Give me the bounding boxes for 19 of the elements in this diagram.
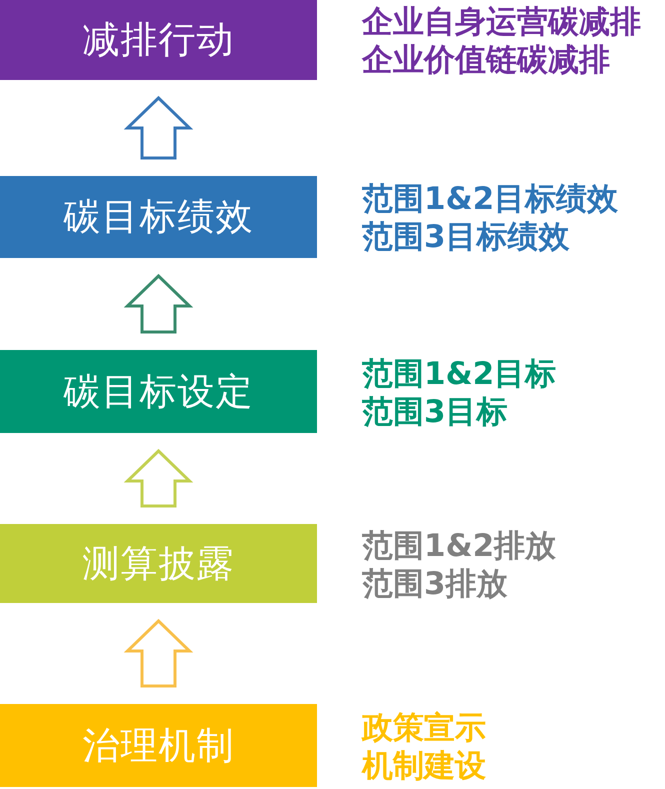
stage-box: 测算披露 bbox=[0, 524, 317, 603]
arrow bbox=[124, 96, 194, 160]
side-note: 范围3目标 bbox=[362, 392, 508, 430]
arrow bbox=[124, 618, 194, 688]
side-note: 范围3排放 bbox=[362, 564, 508, 602]
side-note: 范围1&2排放 bbox=[362, 526, 556, 564]
side-note: 范围3目标绩效 bbox=[362, 218, 570, 256]
side-note: 政策宣示 bbox=[362, 708, 486, 746]
side-note: 企业价值链碳减排 bbox=[362, 41, 610, 79]
stage-box: 减排行动 bbox=[0, 0, 317, 80]
side-note: 范围1&2目标绩效 bbox=[362, 180, 618, 218]
arrow bbox=[124, 274, 194, 334]
stage-box: 碳目标设定 bbox=[0, 350, 317, 433]
side-note: 机制建设 bbox=[362, 746, 486, 784]
side-note: 企业自身运营碳减排 bbox=[362, 3, 641, 41]
stage-box: 治理机制 bbox=[0, 704, 317, 787]
stage-box: 碳目标绩效 bbox=[0, 176, 317, 258]
arrow bbox=[124, 448, 194, 508]
side-note: 范围1&2目标 bbox=[362, 354, 556, 392]
